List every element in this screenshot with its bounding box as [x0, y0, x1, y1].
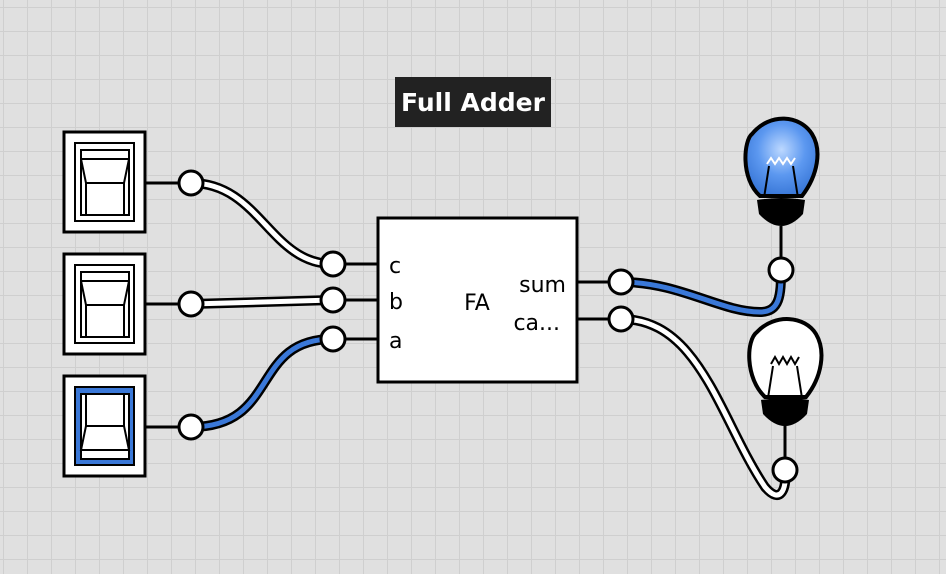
- fa-component-label: FA: [464, 291, 490, 316]
- fa-output-sum-port[interactable]: [607, 268, 635, 296]
- wire-b-core: [190, 297, 334, 307]
- switch-b[interactable]: [62, 252, 147, 356]
- wire-a-core: [190, 336, 334, 430]
- fa-input-c-port[interactable]: [319, 250, 347, 278]
- full-adder-component[interactable]: c b a FA sum ca...: [376, 216, 579, 384]
- wire-carry-core: [620, 316, 788, 498]
- switch-b-port[interactable]: [177, 290, 205, 318]
- fa-input-a-label: a: [389, 329, 402, 354]
- fa-input-c-label: c: [389, 254, 401, 279]
- wire-c[interactable]: [190, 178, 334, 269]
- fa-output-carry-label: ca...: [513, 311, 560, 336]
- light-carry-port[interactable]: [771, 456, 799, 484]
- circuit-title: Full Adder: [395, 77, 551, 127]
- wire-sum-core: [620, 269, 784, 315]
- switch-c[interactable]: [62, 130, 147, 234]
- switch-a-port[interactable]: [177, 413, 205, 441]
- light-carry-bulb-icon[interactable]: [747, 317, 824, 426]
- wire-a[interactable]: [190, 334, 334, 432]
- wire-c-core: [190, 180, 334, 267]
- wire-carry[interactable]: [620, 314, 791, 500]
- fa-output-carry-port[interactable]: [607, 305, 635, 333]
- switch-c-port[interactable]: [177, 169, 205, 197]
- fa-output-sum-label: sum: [519, 273, 566, 298]
- fa-input-b-port[interactable]: [319, 286, 347, 314]
- wire-b[interactable]: [190, 295, 334, 309]
- fa-input-a-port[interactable]: [319, 325, 347, 353]
- fa-input-b-label: b: [389, 290, 403, 315]
- light-sum-bulb-icon[interactable]: [743, 116, 820, 226]
- wire-sum[interactable]: [620, 269, 786, 318]
- switch-a[interactable]: [62, 374, 147, 478]
- light-sum-port[interactable]: [767, 256, 795, 284]
